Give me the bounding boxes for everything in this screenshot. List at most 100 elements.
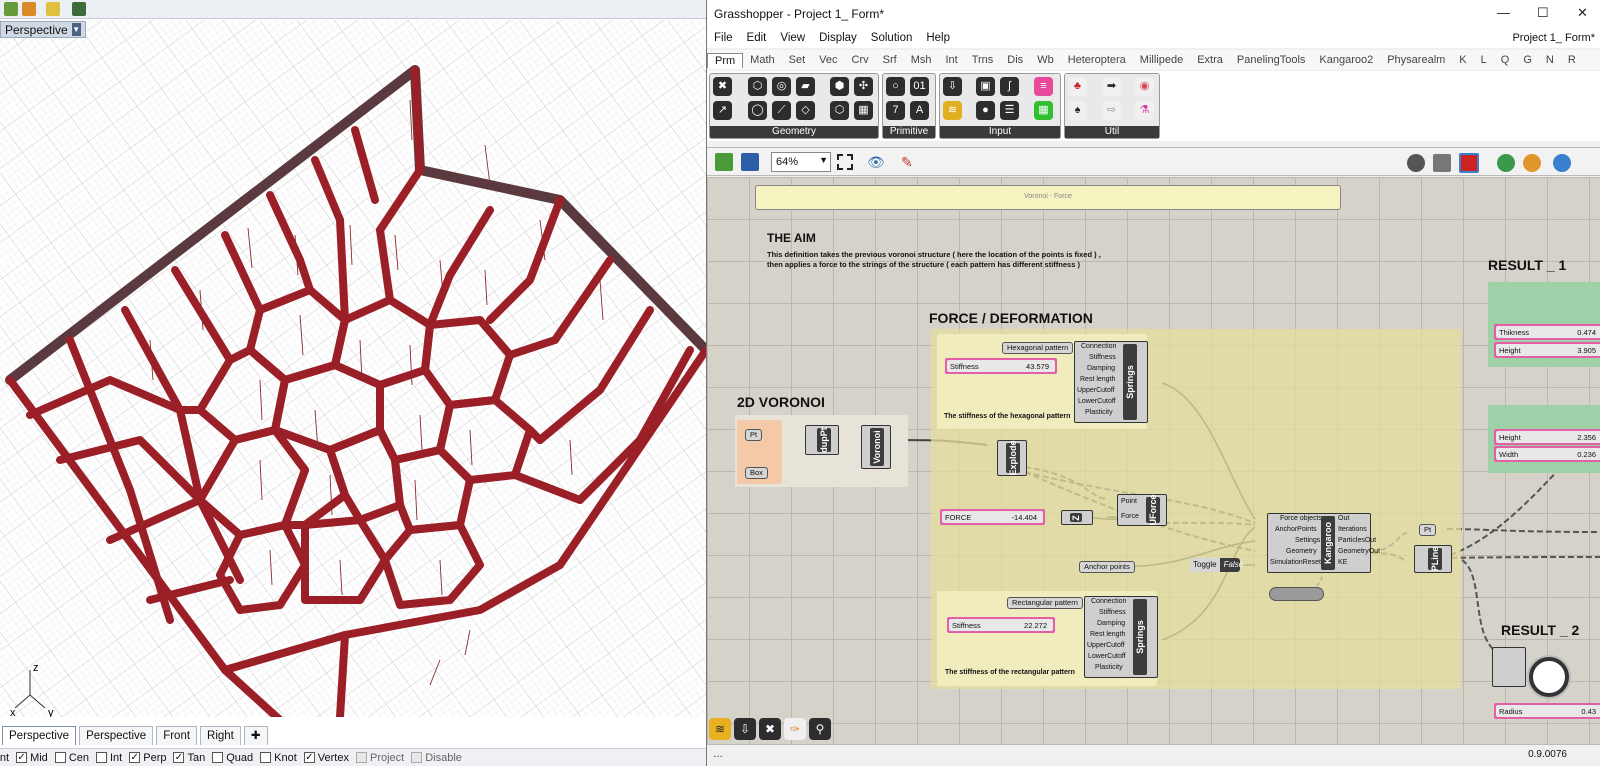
osnap-cen[interactable]: Cen xyxy=(54,752,89,764)
ribbon-group-primitive-label[interactable]: Primitive xyxy=(883,126,935,138)
osnap-project[interactable]: Project xyxy=(355,752,404,764)
boolean-param-icon[interactable]: ○ xyxy=(886,77,905,96)
ribbon-group-input-label[interactable]: Input xyxy=(940,126,1060,138)
tab-srf[interactable]: Srf xyxy=(882,54,897,66)
explode-component[interactable]: Explode xyxy=(997,440,1027,476)
mesh-preview-icon[interactable] xyxy=(1433,154,1451,172)
osnap-vertex-checkbox[interactable]: ✓ xyxy=(303,752,315,763)
plane-param-icon[interactable]: ◇ xyxy=(796,101,815,120)
box-param-icon[interactable]: ⬡ xyxy=(830,101,849,120)
tab-wb[interactable]: Wb xyxy=(1037,54,1054,66)
light-tool-icon[interactable] xyxy=(46,2,60,16)
osnap-point[interactable]: Point xyxy=(0,752,9,764)
menu-display[interactable]: Display xyxy=(819,32,857,44)
rectangular-pattern-param[interactable]: Rectangular pattern xyxy=(1007,597,1083,609)
menu-edit[interactable]: Edit xyxy=(746,32,767,44)
zoom-combobox[interactable]: 64%▼ xyxy=(771,152,831,172)
geometry-param-icon[interactable]: ✖ xyxy=(713,77,732,96)
text-param-icon[interactable]: A xyxy=(910,101,929,120)
springs-hex-component[interactable]: Connection Stiffness Damping Rest length… xyxy=(1074,341,1148,423)
mesh-param-icon[interactable]: ⬡ xyxy=(748,77,767,96)
panel-input-icon[interactable]: ⇩ xyxy=(943,77,962,96)
tab-prm[interactable]: Prm xyxy=(707,52,744,68)
viewport-tab-perspective-2[interactable]: Perspective xyxy=(79,726,154,745)
osnap-int-checkbox[interactable] xyxy=(96,752,107,763)
pipette-widget-icon[interactable]: ✑ xyxy=(784,718,806,740)
flask-icon[interactable]: ⚗ xyxy=(1135,101,1154,120)
osnap-tan-checkbox[interactable]: ✓ xyxy=(173,752,185,763)
viewport-tab-perspective-1[interactable]: Perspective xyxy=(2,726,77,745)
tab-heteroptera[interactable]: Heteroptera xyxy=(1067,54,1126,66)
geometry-widget-icon[interactable]: ✖ xyxy=(759,718,781,740)
menu-view[interactable]: View xyxy=(780,32,806,44)
pline-component[interactable]: PLine xyxy=(1414,545,1452,573)
minimize-icon[interactable]: — xyxy=(1497,5,1510,20)
ribbon-group-util-label[interactable]: Util xyxy=(1065,126,1159,138)
osnap-quad-checkbox[interactable] xyxy=(212,752,224,763)
box-param[interactable]: Box xyxy=(745,467,768,479)
menu-solution[interactable]: Solution xyxy=(870,32,913,44)
osnap-tan[interactable]: ✓Tan xyxy=(173,752,205,764)
osnap-disable-checkbox[interactable] xyxy=(411,752,423,763)
point-param-icon[interactable]: ↗ xyxy=(713,101,732,120)
knob-input-icon[interactable]: ● xyxy=(976,101,995,120)
list-input-icon[interactable]: ☰ xyxy=(1000,101,1019,120)
osnap-perp-checkbox[interactable]: ✓ xyxy=(129,752,141,763)
tab-dis[interactable]: Dis xyxy=(1007,54,1024,66)
tab-r[interactable]: R xyxy=(1567,54,1576,66)
voronoi-title[interactable]: 2D VORONOI xyxy=(737,394,825,410)
panel-widget-icon[interactable]: ⇩ xyxy=(734,718,756,740)
osnap-quad[interactable]: Quad xyxy=(212,752,253,764)
surface-param-icon[interactable]: ▰ xyxy=(796,77,815,96)
sphere-preview-icon[interactable] xyxy=(1553,154,1571,172)
arrow-right-icon[interactable]: ➡ xyxy=(1102,77,1121,96)
aim-text-line2[interactable]: then applies a force to the strings of t… xyxy=(767,260,1080,269)
group-param-icon[interactable]: ▦ xyxy=(854,101,873,120)
line-param-icon[interactable]: ⟋ xyxy=(772,101,791,120)
tab-math[interactable]: Math xyxy=(750,54,775,66)
menu-help[interactable]: Help xyxy=(926,32,951,44)
field-param-icon[interactable]: ✣ xyxy=(854,77,873,96)
gradient-widget-icon[interactable]: ≋ xyxy=(709,718,731,740)
preview-eye-icon[interactable]: 👁 xyxy=(867,154,885,170)
brep-param-icon[interactable]: ⬢ xyxy=(830,77,849,96)
tab-g[interactable]: G xyxy=(1523,54,1532,66)
osnap-int[interactable]: Int xyxy=(96,752,122,764)
tab-vec[interactable]: Vec xyxy=(819,54,838,66)
material-icon[interactable] xyxy=(1497,154,1515,172)
tab-int[interactable]: Int xyxy=(945,54,958,66)
sphere-icon[interactable]: ◉ xyxy=(1135,77,1154,96)
result2-title[interactable]: RESULT _ 2 xyxy=(1501,622,1580,638)
tab-set[interactable]: Set xyxy=(788,54,806,66)
wire-preview-icon[interactable] xyxy=(1407,154,1425,172)
shaded-preview-icon[interactable] xyxy=(1459,153,1479,173)
osnap-perp[interactable]: ✓Perp xyxy=(129,752,166,764)
result2-component[interactable] xyxy=(1492,647,1526,687)
pt-output-param[interactable]: Pt xyxy=(1419,524,1437,536)
viewport-title[interactable]: Perspective ▼ xyxy=(0,21,86,38)
viewport-tab-front[interactable]: Front xyxy=(156,726,198,745)
tab-k[interactable]: K xyxy=(1459,54,1467,66)
open-file-icon[interactable] xyxy=(715,153,733,171)
gradient-input-icon[interactable]: ≋ xyxy=(943,101,962,120)
sketch-pen-icon[interactable]: ✎ xyxy=(901,154,913,170)
add-viewport-tab-icon[interactable]: ✚ xyxy=(243,726,268,745)
duppt-component[interactable]: dupPt xyxy=(805,425,839,455)
viewport-tab-right[interactable]: Right xyxy=(200,726,241,745)
scribble-banner[interactable]: Voronoi - Force xyxy=(755,185,1341,210)
timer-component[interactable] xyxy=(1269,587,1324,601)
number-param-icon[interactable]: 7 xyxy=(886,101,905,120)
tab-l[interactable]: L xyxy=(1480,54,1487,66)
osnap-mid-checkbox[interactable]: ✓ xyxy=(16,752,28,763)
toggle-value[interactable]: False xyxy=(1223,560,1244,569)
integer-param-icon[interactable]: 01 xyxy=(910,77,929,96)
hexagonal-pattern-param[interactable]: Hexagonal pattern xyxy=(1002,342,1074,354)
osnap-disable[interactable]: Disable xyxy=(411,752,462,764)
zoom-extents-icon[interactable] xyxy=(837,154,853,170)
gh-canvas[interactable]: Voronoi - Force THE AIM This definition … xyxy=(707,177,1600,744)
